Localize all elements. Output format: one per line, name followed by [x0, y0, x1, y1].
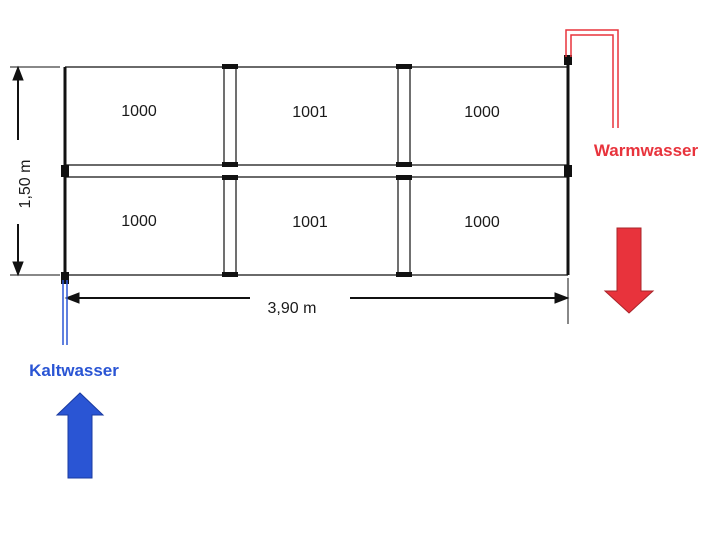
panel-bottom-3-label: 1000: [464, 214, 500, 231]
width-dimension: [64, 278, 570, 324]
panel-top-2-label: 1001: [292, 104, 328, 121]
panel-bottom-2-label: 1001: [292, 214, 328, 231]
arrow-down-icon: [603, 227, 655, 314]
panel-top-1-label: 1000: [121, 103, 157, 120]
cold-water-pipe: [62, 280, 68, 345]
cold-water-label: Kaltwasser: [29, 361, 119, 380]
warm-water-pipe: [565, 29, 619, 128]
panel-top-3-label: 1000: [464, 104, 500, 121]
arrow-up-icon: [55, 392, 105, 479]
panel-connectors: [223, 66, 411, 276]
panel-frame: [63, 58, 570, 276]
panel-bottom-1-label: 1000: [121, 213, 157, 230]
warm-water-label: Warmwasser: [594, 141, 699, 160]
height-label: 1,50 m: [17, 160, 34, 209]
height-dimension: [10, 65, 60, 277]
width-label: 3,90 m: [268, 300, 317, 317]
connector-caps: [61, 55, 572, 284]
